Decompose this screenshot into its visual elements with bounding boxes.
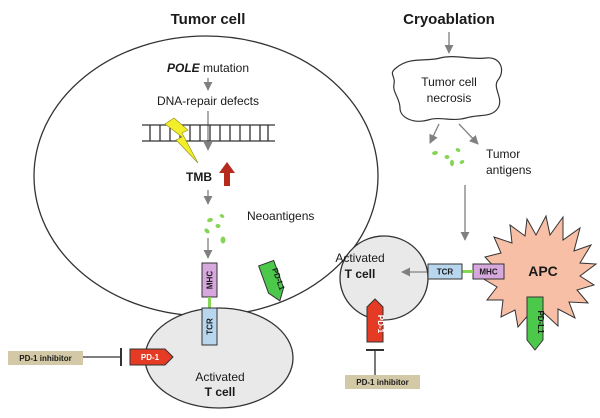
mhc-label-right: MHC [479, 268, 497, 277]
neoantigen-particles-icon [204, 214, 226, 244]
pd1-label-right: PD-1 [376, 315, 385, 334]
t-cell-label-left: T cell [205, 385, 236, 399]
dna-repair-label: DNA-repair defects [157, 94, 259, 108]
tcr-receptor-right [427, 263, 463, 280]
pd1-label-left: PD-1 [141, 353, 160, 362]
apc-label: APC [528, 263, 558, 279]
t-cell-label-right: T cell [345, 267, 376, 281]
arrow-necrosis-to-antigens-left [429, 123, 440, 144]
neoantigens-label: Neoantigens [247, 209, 314, 223]
tumor-antigen-particles-icon [432, 148, 465, 167]
tmb-up-arrow-icon [219, 162, 235, 186]
tumor-cell-title: Tumor cell [171, 11, 246, 28]
arrow-necrosis-to-antigens-right [458, 123, 479, 145]
pd1-inhibitor-box-right [345, 375, 420, 389]
lightning-icon [164, 117, 199, 164]
necrosis-line2: necrosis [427, 91, 472, 105]
pole-gene-text: POLE [167, 61, 201, 75]
tumor-antigens-line2: antigens [486, 163, 531, 177]
pd1-inhibitor-box-left [8, 351, 83, 365]
pd1-receptor-left [129, 348, 174, 366]
pdl1-receptor-right [526, 296, 544, 351]
pole-suffix-text: mutation [200, 61, 249, 75]
cryoablation-title: Cryoablation [403, 11, 495, 28]
pd1-receptor-right [366, 298, 384, 343]
activated-label-left: Activated [195, 370, 244, 384]
activated-label-right: Activated [335, 251, 384, 265]
tmb-label: TMB [186, 170, 212, 184]
tumor-antigens-line1: Tumor [486, 147, 520, 161]
pd1-inhibitor-label-right: PD-1 inhibitor [356, 378, 408, 387]
pd1-inhibitor-label-left: PD-1 inhibitor [19, 354, 71, 363]
tcr-label-right: TCR [437, 268, 454, 277]
necrotic-tumor-cell [391, 55, 503, 122]
pdl1-label-right: PD-L1 [536, 310, 545, 334]
necrosis-line1: Tumor cell [421, 75, 477, 89]
pdl1-receptor-left [258, 259, 285, 302]
pole-mutation-label: POLE mutation [167, 61, 249, 75]
tcr-label-left: TCR [206, 318, 215, 335]
tcr-receptor-left [201, 307, 218, 346]
mhc-label-left: MHC [206, 271, 215, 289]
